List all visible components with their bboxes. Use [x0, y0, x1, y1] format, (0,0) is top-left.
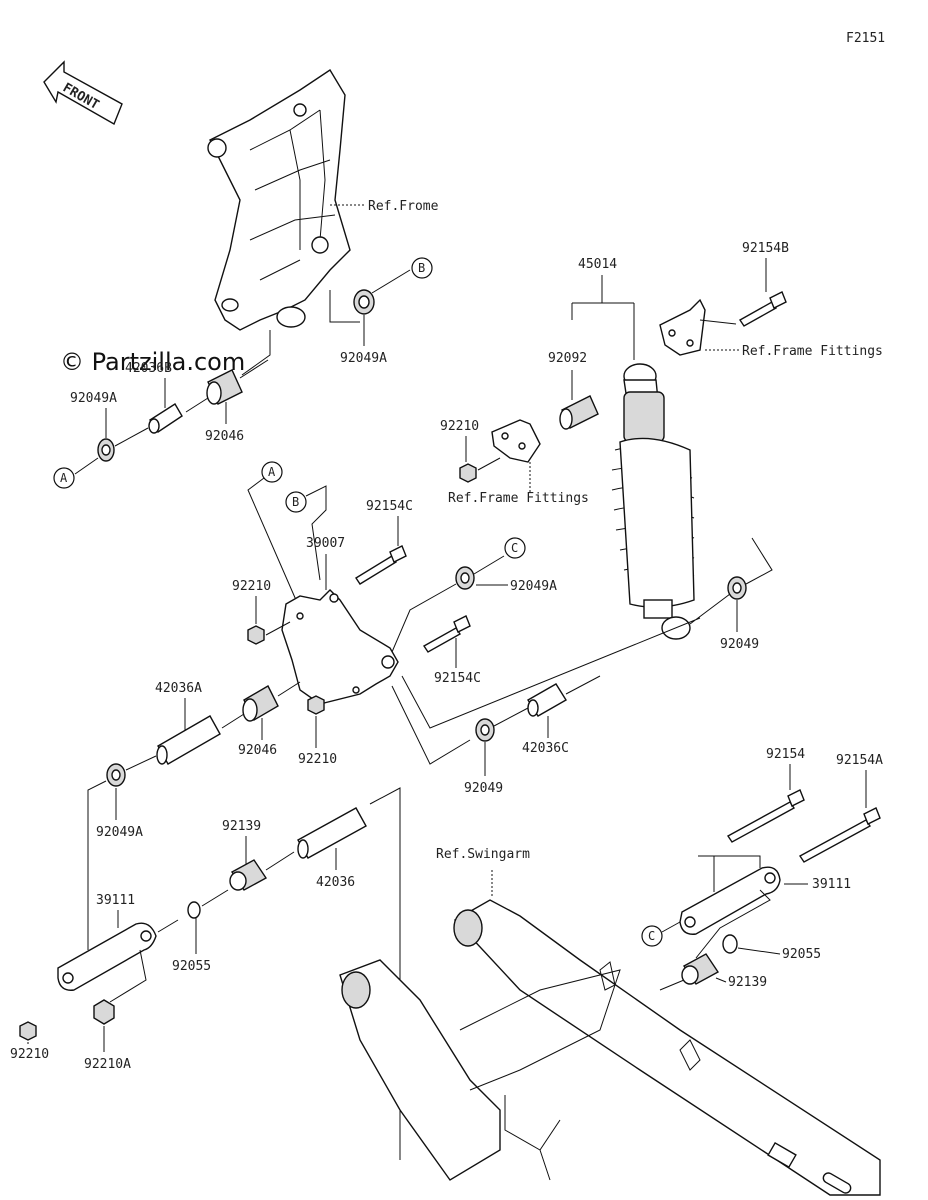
callout-b-mid-label: B	[292, 495, 299, 509]
bolt-92154C-top	[355, 545, 407, 585]
part-92049A-low: 92049A	[96, 825, 143, 840]
bushing-92092	[559, 395, 599, 430]
rocker-arm-39007	[281, 589, 399, 705]
part-42036A: 42036A	[155, 681, 202, 696]
link-39111-left	[57, 922, 157, 991]
part-92055-left: 92055	[172, 959, 211, 974]
washer-92049A-low	[106, 763, 126, 787]
washer-92049A-top	[353, 289, 375, 315]
washer-92049-right	[727, 576, 747, 600]
part-92210A: 92210A	[84, 1057, 131, 1072]
part-92154B: 92154B	[742, 241, 789, 256]
bearing-92046-top	[206, 369, 243, 405]
nut-92210-low	[19, 1021, 37, 1041]
part-39007: 39007	[306, 536, 345, 551]
part-92049A-mid: 92049A	[510, 579, 557, 594]
washer-92049-bot	[475, 718, 495, 742]
washer-92049A-mid	[455, 566, 475, 590]
collar-42036C	[527, 683, 567, 717]
bearing-92046-mid	[242, 685, 279, 722]
swingarm	[339, 899, 881, 1196]
part-92139-left: 92139	[222, 819, 261, 834]
ref-frame-fittings-mid: Ref.Frame Fittings	[448, 491, 589, 506]
part-92046-mid: 92046	[238, 743, 277, 758]
washer-92049A-left	[97, 438, 115, 462]
callout-c-right-label: C	[648, 929, 655, 943]
bolt-92154C-mid	[422, 615, 471, 653]
spacer-92139-left	[229, 859, 268, 891]
bolt-92154B	[738, 291, 787, 327]
collar-42036B	[148, 403, 183, 434]
callout-c-right	[641, 925, 663, 947]
callout-c-mid	[504, 537, 526, 559]
callout-a-mid	[261, 461, 283, 483]
ref-frame-fittings-right: Ref.Frame Fittings	[742, 344, 883, 359]
part-42036B: 42036B	[125, 361, 172, 376]
watermark: © Partzilla.com	[60, 348, 245, 376]
link-39111-right	[679, 866, 781, 935]
nut-92210-bot	[307, 695, 325, 715]
part-92210-mid: 92210	[232, 579, 271, 594]
part-92049-bot: 92049	[464, 781, 503, 796]
part-92046-top: 92046	[205, 429, 244, 444]
part-39111-right: 39111	[812, 877, 851, 892]
nut-92210-mid	[247, 625, 265, 645]
callout-a-left	[53, 467, 75, 489]
collar-42036	[297, 807, 367, 859]
part-92210-top: 92210	[440, 419, 479, 434]
callout-b-top	[411, 257, 433, 279]
part-92154C-top: 92154C	[366, 499, 413, 514]
part-92055-right: 92055	[782, 947, 821, 962]
part-92154: 92154	[766, 747, 805, 762]
part-92139-right: 92139	[728, 975, 767, 990]
part-92049A-left: 92049A	[70, 391, 117, 406]
ref-frame-label: Ref.Frome	[368, 199, 439, 214]
collar-42036A	[156, 715, 221, 765]
figure-code: F2151	[846, 31, 885, 46]
frame-fitting-mid	[491, 419, 541, 463]
part-92154A: 92154A	[836, 753, 883, 768]
nut-92210-top	[459, 463, 477, 483]
part-42036: 42036	[316, 875, 355, 890]
part-92049A-top: 92049A	[340, 351, 387, 366]
part-92092: 92092	[548, 351, 587, 366]
oring-92055-right	[722, 934, 738, 954]
callout-b-top-label: B	[418, 261, 425, 275]
nut-92210A	[93, 999, 115, 1025]
callout-a-left-label: A	[60, 471, 68, 485]
spacer-92139-right	[681, 953, 720, 985]
part-92049-right: 92049	[720, 637, 759, 652]
part-42036C: 42036C	[522, 741, 569, 756]
oring-92055-left	[187, 901, 201, 919]
front-arrow-icon: FRONT	[43, 60, 123, 126]
callout-c-mid-label: C	[511, 541, 518, 555]
part-39111-left: 39111	[96, 893, 135, 908]
part-92210-low: 92210	[10, 1047, 49, 1062]
ref-swingarm-label: Ref.Swingarm	[436, 847, 530, 862]
bolt-92154	[726, 789, 805, 843]
part-92210-bot: 92210	[298, 752, 337, 767]
callout-a-mid-label: A	[268, 465, 276, 479]
callout-b-mid	[285, 491, 307, 513]
part-45014: 45014	[578, 257, 617, 272]
bolt-92154A	[798, 807, 881, 863]
frame-fitting-right	[659, 298, 706, 356]
shock-absorber-45014	[611, 363, 695, 640]
frame-bracket	[207, 69, 351, 331]
part-92154C-mid: 92154C	[434, 671, 481, 686]
